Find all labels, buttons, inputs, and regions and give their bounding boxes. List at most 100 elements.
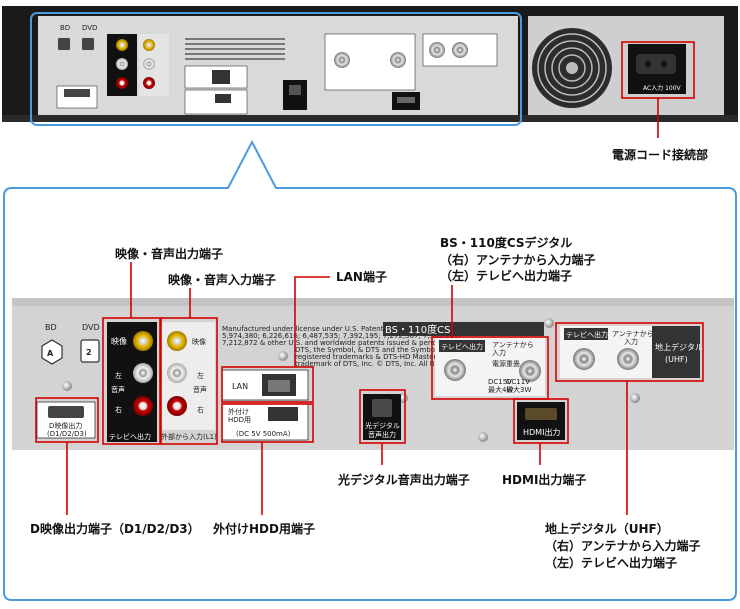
screw-icon [478,432,488,442]
bscs-tv-out: テレビへ出力 [441,342,483,351]
small-rca-jacks [107,34,169,96]
bscs-ant-1: アンテナから [492,341,534,349]
label-lan: LAN端子 [336,270,387,284]
screw-icon [630,393,640,403]
rca-in-highlight [160,317,218,445]
license-line: 5,974,380; 6,226,616; 6,487,535; 7,392,1… [222,332,461,340]
small-dvd-logo [82,38,94,50]
terr-title-1: 地上デジタル [655,342,703,352]
label-terrestrial-right: （右）アンテナから入力端子 [545,539,701,553]
small-lan-port [212,70,230,84]
terr-highlight [555,322,704,382]
dvd-logo: 2 [80,339,100,363]
small-d-port [64,89,90,97]
terr-in-coax [617,348,639,370]
bscs-highlight [431,336,549,400]
label-d-video: D映像出力端子（D1/D2/D3） [30,522,200,536]
svg-text:A: A [47,349,54,358]
bd-logo: A [41,339,63,365]
label-bscs-right: （右）アンテナから入力端子 [440,253,596,267]
ext-in-label: 外部から入力(L1) [161,432,217,441]
lan-text: LAN [232,382,248,391]
license-text: Manufactured under license under U.S. Pa… [222,325,511,368]
bscs-power: 電源重畳 [492,359,520,368]
label-video-audio-out: 映像・音声出力端子 [115,247,224,261]
tv-out-label: テレビへ出力 [109,432,151,441]
bscs-ant-2: 入力 [492,348,506,357]
label-power-cord: 電源コード接続部 [612,148,709,162]
hdd-text-2: HDD用 [228,416,251,424]
license-line: Manufactured under license under U.S. Pa… [222,325,441,333]
small-hdd-port [215,94,231,103]
svg-text:2: 2 [86,348,92,357]
terr-title-2: (UHF) [665,355,688,364]
label-bscs-left: （左）テレビへ出力端子 [440,269,573,283]
rca-out-white-jack [133,363,153,383]
rca-in-right: 右 [197,405,204,414]
rca-out-red-jack [133,396,153,416]
d-terminal-label-1: D映像出力 [49,421,82,430]
license-line: trademark of DTS, Inc. © DTS, Inc. All R… [295,360,489,368]
zoom-source-box [30,12,522,126]
rca-in-audio: 音声 [193,385,207,394]
bscs-dc11: DC11V [506,378,530,386]
top-device: BD DVD [2,6,738,138]
rca-out-audio: 音声 [111,385,125,394]
device-bottom [2,115,738,122]
optical-text-2: 音声出力 [368,430,396,439]
terr-title-block [652,326,700,378]
small-license [185,38,285,60]
screw-icon [62,381,72,391]
rca-in-yellow-jack [167,331,187,351]
terr-tv-out: テレビへ出力 [566,330,608,339]
hdd-power-text: (DC 5V 500mA) [236,430,291,438]
label-video-audio-in: 映像・音声入力端子 [168,273,277,287]
rca-out-yellow-jack [133,331,153,351]
bscs-out-coax [444,359,466,381]
hdd-text-1: 外付け [228,407,249,416]
dvd-text: DVD [82,323,100,332]
leader-lan [294,276,330,367]
bscs-max4: 最大4W [488,385,513,394]
terr-out-coax [573,348,595,370]
terr-ant-1: アンテナから [612,330,654,338]
small-dvd: DVD [82,24,97,32]
hdmi-highlight [513,398,569,444]
license-line: registered trademarks & DTS-HD Master Au… [295,353,511,361]
hdd-port [268,407,298,421]
bscs-header [383,322,544,336]
label-bscs-title: BS・110度CSデジタル [440,236,573,250]
zoom-callout-frame [3,139,737,601]
screw-icon [278,351,288,361]
rca-out-left: 左 [115,371,122,380]
bscs-title: BS・110度CS [385,323,450,336]
bd-text: BD [45,323,57,332]
bscs-in-coax [519,360,541,382]
terr-ant-2: 入力 [624,337,638,346]
fan-grille [532,28,612,108]
label-terrestrial-title: 地上デジタル（UHF） [545,522,669,536]
small-bd-logo [58,38,70,50]
optical-port [372,399,392,417]
rca-in-red-jack [167,396,187,416]
optical-text-1: 光デジタル [365,421,400,430]
leader-lines [66,262,628,515]
bscs-dc15: DC15V [488,378,512,386]
rca-in-video: 映像 [192,337,206,346]
rca-out-video: 映像 [111,336,127,346]
bscs-max3: 最大3W [506,385,531,394]
screw-icon [544,318,554,328]
label-ext-hdd: 外付けHDD用端子 [213,522,315,536]
ac-label: AC入力 100V [643,84,682,92]
label-hdmi: HDMI出力端子 [502,473,587,487]
small-bd: BD [60,24,70,32]
license-line: 7,212,872 & other U.S. and worldwide pat… [222,339,450,347]
rca-in-white-jack [167,363,187,383]
hdmi-port [525,408,557,420]
hdmi-text: HDMI出力 [523,427,560,437]
label-optical: 光デジタル音声出力端子 [338,473,470,487]
hdd-highlight [221,403,314,443]
label-terrestrial-left: （左）テレビへ出力端子 [545,556,678,570]
